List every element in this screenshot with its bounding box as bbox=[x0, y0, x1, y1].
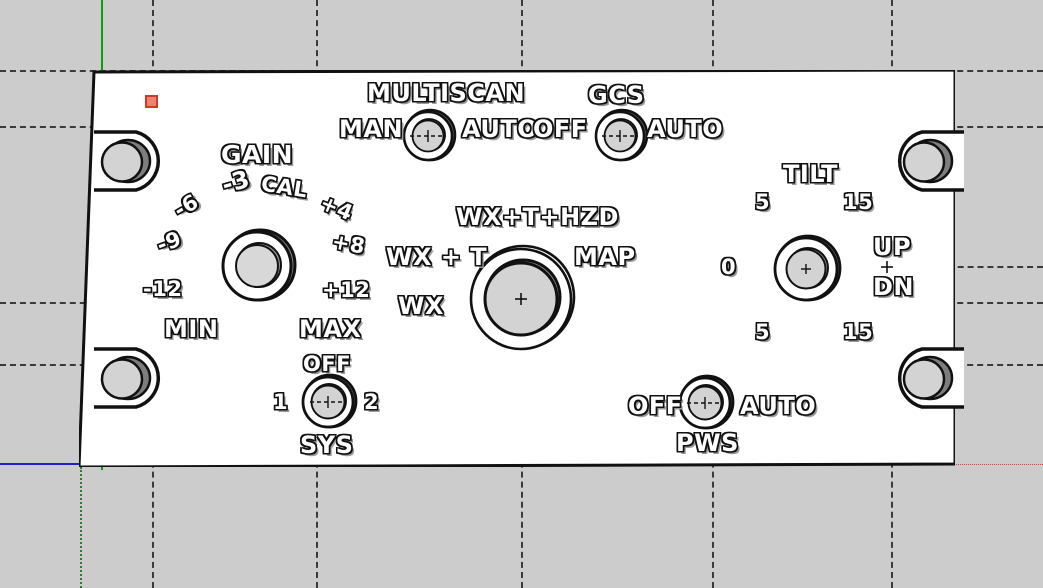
mounting-ear-bottom-right bbox=[888, 345, 966, 415]
axis-red bbox=[952, 464, 1043, 465]
sys-title: SYS bbox=[300, 431, 354, 459]
multiscan-title: MULTISCAN bbox=[367, 79, 526, 107]
tilt-title: TILT bbox=[783, 160, 838, 188]
sys-position-1: 1 bbox=[273, 390, 289, 414]
gcs-knob[interactable] bbox=[593, 108, 649, 164]
gain-min-label: MIN bbox=[164, 315, 219, 343]
pws-off-label: OFF bbox=[628, 392, 683, 420]
gain-tick-minus-12: -12 bbox=[143, 277, 183, 301]
tilt-tick-lower-left: 5 bbox=[755, 320, 771, 344]
mode-label-wx-t-hzd: WX+T+HZD bbox=[456, 203, 619, 231]
mounting-ear-top-right bbox=[888, 128, 966, 198]
sys-position-2: 2 bbox=[364, 390, 380, 414]
guide-line-dotted-green bbox=[80, 467, 82, 588]
mode-label-map: MAP bbox=[574, 243, 636, 271]
tilt-tick-upper-left: 5 bbox=[755, 190, 771, 214]
multiscan-knob[interactable] bbox=[401, 108, 457, 164]
selection-endpoint-marker bbox=[145, 95, 158, 108]
mode-label-wx: WX bbox=[398, 292, 444, 320]
gcs-title: GCS bbox=[588, 81, 645, 109]
pws-knob[interactable] bbox=[677, 374, 735, 433]
tilt-up-label: UP bbox=[873, 233, 912, 261]
sys-knob[interactable] bbox=[300, 373, 358, 432]
gain-max-label: MAX bbox=[299, 315, 362, 343]
multiscan-auto-label: AUTO bbox=[462, 115, 539, 143]
tilt-dn-label: DN bbox=[873, 273, 915, 301]
mounting-ear-bottom-left bbox=[92, 345, 170, 415]
mounting-ear-top-left bbox=[92, 128, 170, 198]
multiscan-man-label: MAN bbox=[339, 115, 404, 143]
tilt-knob[interactable] bbox=[771, 234, 842, 305]
gain-title: GAIN bbox=[221, 140, 294, 169]
gcs-auto-label: AUTO bbox=[647, 115, 724, 143]
gain-tick-plus-12: +12 bbox=[322, 278, 371, 302]
mode-label-wx-t: WX + T bbox=[386, 243, 488, 271]
tilt-tick-lower-right: 15 bbox=[843, 320, 874, 344]
axis-blue bbox=[0, 463, 102, 465]
tilt-center-zero: 0 bbox=[721, 255, 737, 279]
sys-off-label: OFF bbox=[303, 352, 352, 376]
tilt-tick-upper-right: 15 bbox=[843, 190, 874, 214]
gcs-off-label: OFF bbox=[533, 115, 588, 143]
pws-auto-label: AUTO bbox=[740, 392, 817, 420]
gain-knob[interactable] bbox=[219, 227, 297, 305]
pws-title: PWS bbox=[676, 429, 739, 457]
